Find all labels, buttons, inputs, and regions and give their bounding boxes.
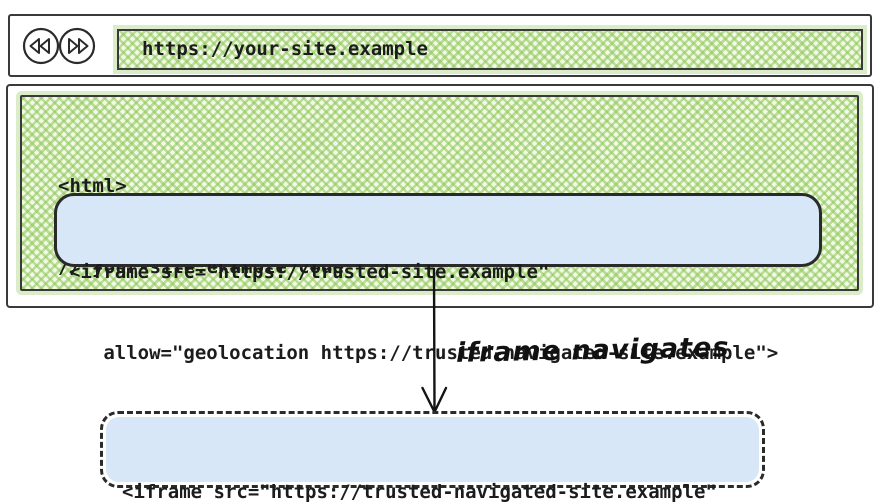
navigated-iframe-code-block: <iframe src="https://trusted-navigated-s… xyxy=(106,417,759,503)
page-content-area: <html> // your-site.example code <iframe… xyxy=(20,95,859,364)
navigated-iframe-box: <iframe src="https://trusted-navigated-s… xyxy=(100,411,765,503)
back-icon xyxy=(22,27,60,65)
iframe-embed-box: <iframe src="https://trusted-site.exampl… xyxy=(54,193,822,364)
browser-topbar: https://your-site.example xyxy=(8,14,872,77)
arrow-label: iframe navigates xyxy=(455,332,730,369)
code-line: <iframe src="https://trusted-site.exampl… xyxy=(69,261,550,283)
url-bar: https://your-site.example xyxy=(117,29,863,70)
url-text: https://your-site.example xyxy=(142,38,428,60)
code-line: <iframe src="https://trusted-navigated-s… xyxy=(122,481,717,503)
nav-buttons xyxy=(22,27,96,65)
browser-window: <html> // your-site.example code <iframe… xyxy=(6,84,874,364)
iframe-code-block: <iframe src="https://trusted-site.exampl… xyxy=(57,196,819,421)
code-line: <html> xyxy=(58,175,127,197)
navigated-iframe-fill: <iframe src="https://trusted-navigated-s… xyxy=(106,417,759,503)
forward-icon xyxy=(58,27,96,65)
